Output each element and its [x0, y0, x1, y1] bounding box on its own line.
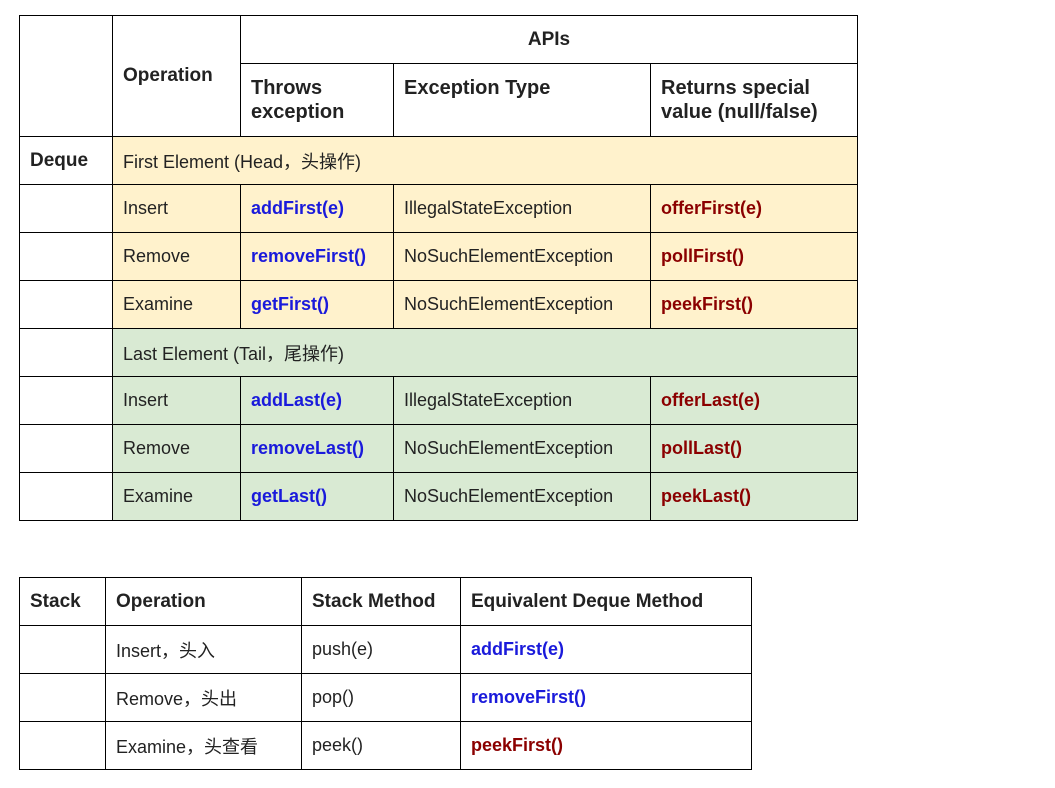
exception-type-header: Exception Type: [393, 63, 651, 137]
empty-cell: [19, 280, 113, 329]
stack-operation-header: Operation: [105, 577, 302, 626]
exception-type-cell: NoSuchElementException: [393, 424, 651, 473]
operation-header: Operation: [112, 15, 241, 137]
empty-cell: [19, 376, 113, 425]
corner-cell: [19, 15, 113, 137]
special-method-cell: peekLast(): [649, 472, 859, 521]
operation-cell: Insert: [112, 376, 241, 425]
throws-method-cell: getLast(): [240, 472, 394, 521]
operation-cell: Examine: [112, 472, 241, 521]
throws-header: Throws exception: [240, 63, 394, 137]
empty-cell: [19, 328, 113, 377]
special-method-cell: pollFirst(): [649, 232, 859, 281]
special-value-header: Returns special value (null/false): [649, 63, 859, 137]
empty-cell: [19, 673, 106, 722]
special-method-cell: pollLast(): [649, 424, 859, 473]
operation-cell: Examine: [112, 280, 241, 329]
throws-method-cell: removeFirst(): [240, 232, 394, 281]
tail-section-label: Last Element (Tail，尾操作): [111, 328, 859, 377]
stack-method-cell: pop(): [301, 673, 461, 722]
head-section-label: First Element (Head，头操作): [111, 136, 859, 185]
throws-method-cell: addLast(e): [240, 376, 394, 425]
empty-cell: [19, 472, 113, 521]
stack-operation-cell: Remove，头出: [105, 673, 302, 722]
exception-type-cell: IllegalStateException: [393, 376, 651, 425]
deque-api-table: Operation APIs Throws exception Exceptio…: [19, 15, 859, 521]
deque-row-label: Deque: [19, 136, 113, 185]
empty-cell: [19, 232, 113, 281]
exception-type-cell: NoSuchElementException: [393, 280, 651, 329]
operation-cell: Remove: [112, 424, 241, 473]
special-method-cell: peekFirst(): [649, 280, 859, 329]
equivalent-method-header: Equivalent Deque Method: [460, 577, 752, 626]
stack-method-cell: peek(): [301, 721, 461, 770]
equivalent-method-cell: addFirst(e): [460, 625, 752, 674]
exception-type-cell: NoSuchElementException: [393, 472, 651, 521]
special-method-cell: offerLast(e): [649, 376, 859, 425]
empty-cell: [19, 625, 106, 674]
throws-method-cell: addFirst(e): [240, 184, 394, 233]
equivalent-method-cell: peekFirst(): [460, 721, 752, 770]
operation-cell: Remove: [112, 232, 241, 281]
empty-cell: [19, 721, 106, 770]
operation-cell: Insert: [112, 184, 241, 233]
equivalent-method-cell: removeFirst(): [460, 673, 752, 722]
stack-operation-cell: Insert，头入: [105, 625, 302, 674]
stack-method-cell: push(e): [301, 625, 461, 674]
stack-method-table: Stack Operation Stack Method Equivalent …: [19, 577, 752, 770]
special-method-cell: offerFirst(e): [649, 184, 859, 233]
stack-method-header: Stack Method: [301, 577, 461, 626]
throws-method-cell: getFirst(): [240, 280, 394, 329]
exception-type-cell: IllegalStateException: [393, 184, 651, 233]
exception-type-cell: NoSuchElementException: [393, 232, 651, 281]
stack-row-label: Stack: [19, 577, 106, 626]
apis-header: APIs: [239, 15, 859, 64]
stack-operation-cell: Examine，头查看: [105, 721, 302, 770]
throws-method-cell: removeLast(): [240, 424, 394, 473]
empty-cell: [19, 424, 113, 473]
empty-cell: [19, 184, 113, 233]
